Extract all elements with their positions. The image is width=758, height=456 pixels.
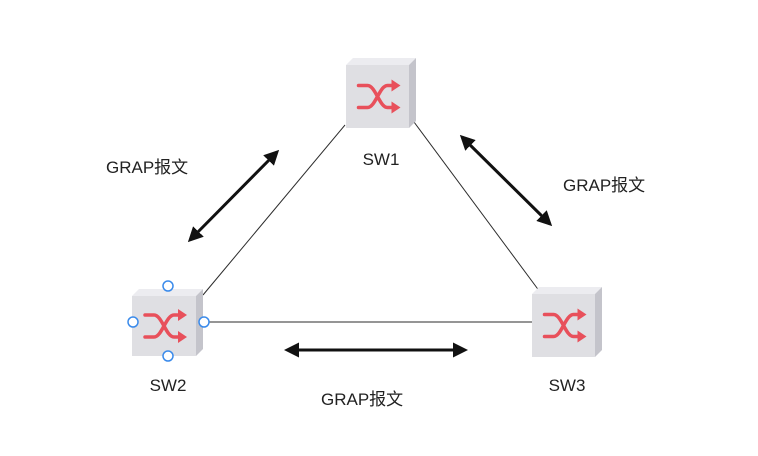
switch-icon xyxy=(532,287,602,357)
switch-sw3[interactable] xyxy=(532,287,602,357)
switch-sw1[interactable] xyxy=(346,58,416,128)
switch-label-sw1: SW1 xyxy=(363,150,400,169)
grap-arrow-right xyxy=(459,134,553,227)
selection-handle-right[interactable] xyxy=(198,316,210,328)
selection-handle-left[interactable] xyxy=(127,316,139,328)
grap-arrow-left xyxy=(187,149,280,243)
selection-handle-top[interactable] xyxy=(162,280,174,292)
switch-label-sw2: SW2 xyxy=(150,376,187,395)
switch-label-sw3: SW3 xyxy=(549,376,586,395)
link-sw1-sw3[interactable] xyxy=(413,121,541,293)
switch-icon xyxy=(346,58,416,128)
switch-sw2[interactable] xyxy=(132,289,203,356)
selection-handle-bottom[interactable] xyxy=(162,350,174,362)
selection-handles[interactable] xyxy=(127,280,210,362)
grap-message-label-bottom: GRAP报文 xyxy=(321,390,403,409)
grap-message-label-right: GRAP报文 xyxy=(563,176,645,195)
link-sw1-sw2[interactable] xyxy=(202,124,346,296)
switch-icon xyxy=(132,289,203,356)
grap-message-label-left: GRAP报文 xyxy=(106,158,188,177)
